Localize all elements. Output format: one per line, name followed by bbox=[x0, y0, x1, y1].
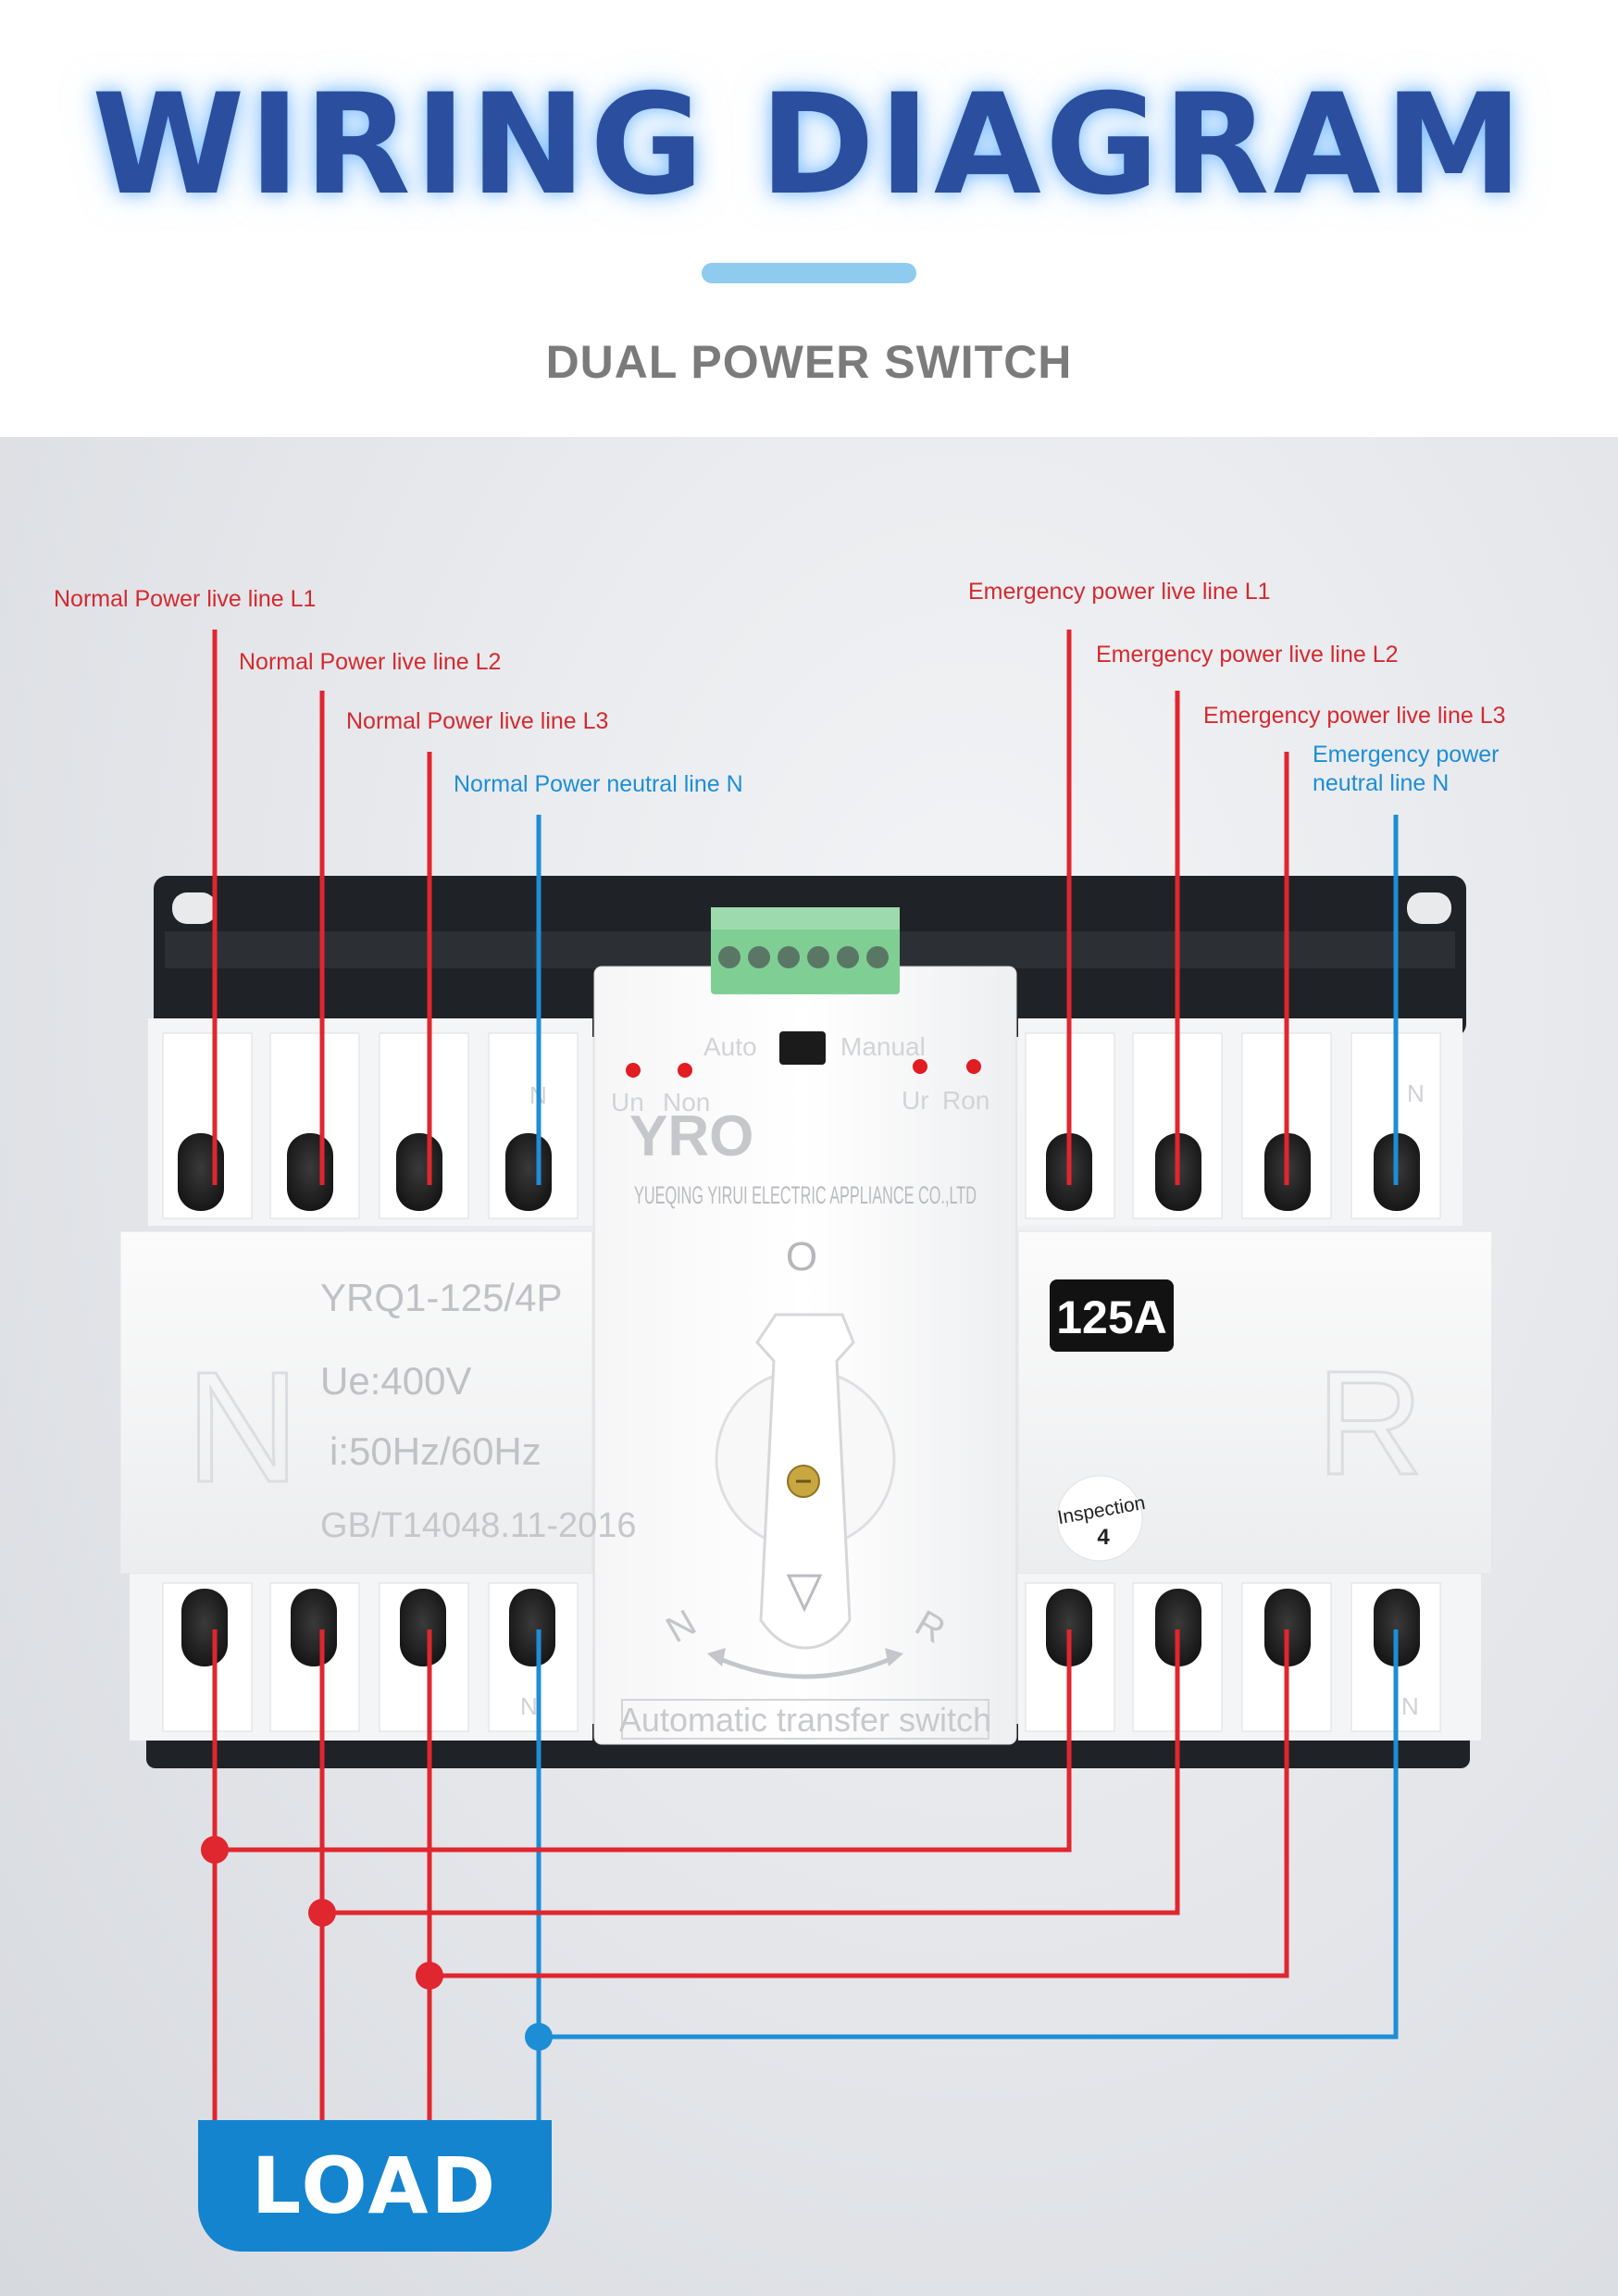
bottom-plate-label: Automatic transfer switch bbox=[619, 1701, 991, 1739]
led-label-ur: Ur bbox=[902, 1086, 929, 1115]
junction-l3 bbox=[416, 1962, 443, 1990]
junction-n bbox=[525, 2023, 553, 2051]
page-title: WIRING DIAGRAM bbox=[92, 65, 1526, 226]
standard-code: GB/T14048.11-2016 bbox=[320, 1506, 637, 1545]
label-emergency-n-line2: neutral line N bbox=[1313, 770, 1450, 796]
header: WIRING DIAGRAM DUAL POWER SWITCH bbox=[0, 0, 1618, 437]
mode-auto-label: Auto bbox=[703, 1032, 757, 1061]
reserve-side-letter: R bbox=[1316, 1340, 1424, 1505]
label-normal-l3: Normal Power live line L3 bbox=[346, 708, 609, 734]
led-label-non: Non bbox=[663, 1088, 710, 1117]
load-label: LOAD bbox=[251, 2140, 499, 2231]
mode-manual-label: Manual bbox=[840, 1032, 926, 1061]
normal-side-letter: N bbox=[186, 1340, 300, 1516]
label-normal-n: Normal Power neutral line N bbox=[454, 771, 743, 797]
junction-l2 bbox=[308, 1899, 336, 1927]
load-box: LOAD bbox=[198, 2120, 552, 2252]
inspection-number: 4 bbox=[1097, 1525, 1110, 1550]
accent-bar bbox=[702, 263, 916, 283]
position-off-label: O bbox=[786, 1234, 817, 1279]
label-normal-l1: Normal Power live line L1 bbox=[54, 586, 317, 612]
bridge-n bbox=[539, 1629, 1399, 2040]
model-number: YRQ1-125/4P bbox=[320, 1276, 562, 1319]
label-emergency-l3: Emergency power live line L3 bbox=[1203, 703, 1506, 729]
controller-module bbox=[593, 907, 1017, 1745]
brand-logo: YRO bbox=[629, 1104, 753, 1168]
label-emergency-l1: Emergency power live line L1 bbox=[968, 579, 1271, 605]
incoming-wires bbox=[212, 630, 1399, 1185]
device-markings: YRO YUEQING YIRUI ELECTRIC APPLIANCE CO.… bbox=[184, 1032, 1425, 1739]
page-subtitle: DUAL POWER SWITCH bbox=[545, 336, 1073, 388]
label-emergency-n-line1: Emergency power bbox=[1313, 742, 1500, 767]
label-emergency-n: Emergency power neutral line N bbox=[1313, 741, 1499, 798]
led-label-un: Un bbox=[611, 1088, 644, 1117]
terminal-n-bottom-left: N bbox=[520, 1692, 538, 1720]
junction-dots bbox=[201, 1836, 553, 2051]
bridge-l3 bbox=[429, 1629, 1289, 1978]
frequency-rating: i:50Hz/60Hz bbox=[330, 1429, 541, 1473]
maker-name: YUEQING YIRUI ELECTRIC APPLIANCE CO.,LTD bbox=[634, 1181, 977, 1209]
rating-text: 125A bbox=[1056, 1292, 1167, 1343]
bridge-l2 bbox=[322, 1629, 1180, 1915]
label-emergency-l2: Emergency power live line L2 bbox=[1096, 642, 1399, 668]
inspection-sticker bbox=[1056, 1475, 1143, 1562]
junction-l1 bbox=[201, 1836, 229, 1864]
terminal-n-top-right: N bbox=[1407, 1079, 1425, 1107]
voltage-rating: Ue:400V bbox=[320, 1359, 471, 1403]
terminal-n-bottom-right: N bbox=[1401, 1692, 1419, 1720]
bridge-l1 bbox=[215, 1629, 1072, 1853]
label-normal-l2: Normal Power live line L2 bbox=[239, 649, 502, 675]
led-label-ron: Ron bbox=[942, 1086, 989, 1115]
rating-badge bbox=[1050, 1279, 1174, 1352]
